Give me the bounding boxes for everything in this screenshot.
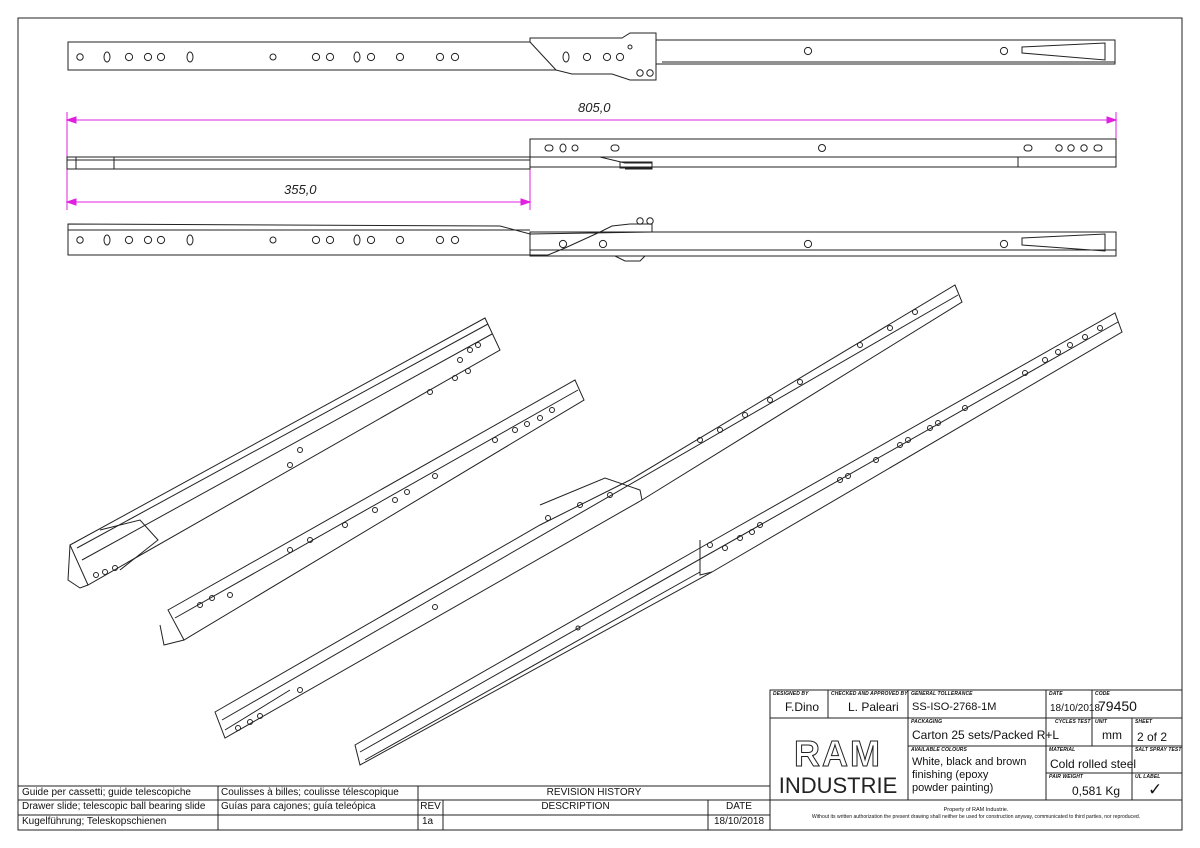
packaging-label: PACKAGING xyxy=(911,719,943,725)
ul-label: UL LABEL xyxy=(1135,774,1161,780)
revision-description-header: DESCRIPTION xyxy=(541,801,610,812)
colours-label: AVAILABLE COLOURS xyxy=(911,747,967,753)
revision-date-header: DATE xyxy=(726,801,752,812)
unit-label: UNIT xyxy=(1095,719,1108,725)
description-de: Kugelführung; Teleskopschienen xyxy=(22,816,167,827)
description-es: Guías para cajones; guía teleópica xyxy=(221,801,376,812)
isometric-slide-1 xyxy=(67,317,501,589)
bottom-view-slide xyxy=(67,217,1117,262)
colours-line-1: White, black and brown xyxy=(912,756,1027,768)
checked-by-value: L. Paleari xyxy=(848,700,899,714)
cycles-test-label: CYCLES TEST xyxy=(1055,719,1091,725)
date-value: 18/10/2018 xyxy=(1050,703,1101,714)
ul-check-icon: ✓ xyxy=(1148,780,1163,799)
revision-date-value: 18/10/2018 xyxy=(713,816,765,827)
description-fr: Coulisses à billes; coulisse télescopiqu… xyxy=(221,787,399,798)
code-value: 79450 xyxy=(1098,698,1137,714)
description-en: Drawer slide; telescopic ball bearing sl… xyxy=(22,801,206,812)
colours-line-2: finishing (epoxy xyxy=(912,769,989,781)
tolerance-value: SS-ISO-2768-1M xyxy=(912,701,997,713)
property-notice-text: Without its written authorization the pr… xyxy=(811,814,1141,820)
isometric-slide-2 xyxy=(159,379,585,646)
description-it: Guide per cassetti; guide telescopiche xyxy=(22,787,191,798)
designed-by-label: DESIGNED BY xyxy=(773,691,809,697)
salt-spray-test-label: SALT SPRAY TEST xyxy=(1135,747,1182,753)
pair-weight-label: PAIR WEIGHT xyxy=(1049,774,1084,780)
logo-industrie-text: INDUSTRIE xyxy=(779,773,898,798)
packaging-value: Carton 25 sets/Packed R+L xyxy=(912,728,1060,742)
revision-block-grid xyxy=(17,785,771,831)
logo-ram-text: RAM xyxy=(794,733,882,774)
title-block-grid xyxy=(769,689,1183,831)
pair-weight-value: 0,581 Kg xyxy=(1072,784,1121,798)
unit-value: mm xyxy=(1102,728,1122,742)
code-label: CODE xyxy=(1095,691,1110,697)
revision-history-title: REVISION HISTORY xyxy=(546,787,642,798)
isometric-slide-3 xyxy=(214,284,963,739)
colours-line-3: powder painting) xyxy=(912,782,994,794)
material-label: MATERIAL xyxy=(1049,747,1076,753)
dimension-lines xyxy=(65,112,1118,210)
dimension-partial-length: 355,0 xyxy=(284,182,317,197)
ram-industrie-logo: RAM INDUSTRIE xyxy=(779,733,898,799)
sheet-value: 2 of 2 xyxy=(1137,730,1168,744)
tolerance-label: GENERAL TOLLERANCE xyxy=(911,691,973,697)
revision-rev-value: 1a xyxy=(422,816,434,827)
sheet-label: SHEET xyxy=(1135,719,1153,725)
isometric-slide-4 xyxy=(354,312,1123,766)
property-notice-title: Property of RAM Industrie. xyxy=(943,807,1009,813)
material-value: Cold rolled steel xyxy=(1050,757,1137,771)
revision-rev-header: REV xyxy=(420,801,441,812)
dimension-overall-length: 805,0 xyxy=(578,100,611,115)
drawing-border xyxy=(17,17,1183,831)
checked-by-label: CHECKED AND APPROVED BY xyxy=(831,691,908,697)
designed-by-value: F.Dino xyxy=(785,700,820,714)
date-label: DATE xyxy=(1049,691,1063,697)
top-view-slide xyxy=(67,32,1116,81)
side-view-slide xyxy=(66,138,1117,170)
